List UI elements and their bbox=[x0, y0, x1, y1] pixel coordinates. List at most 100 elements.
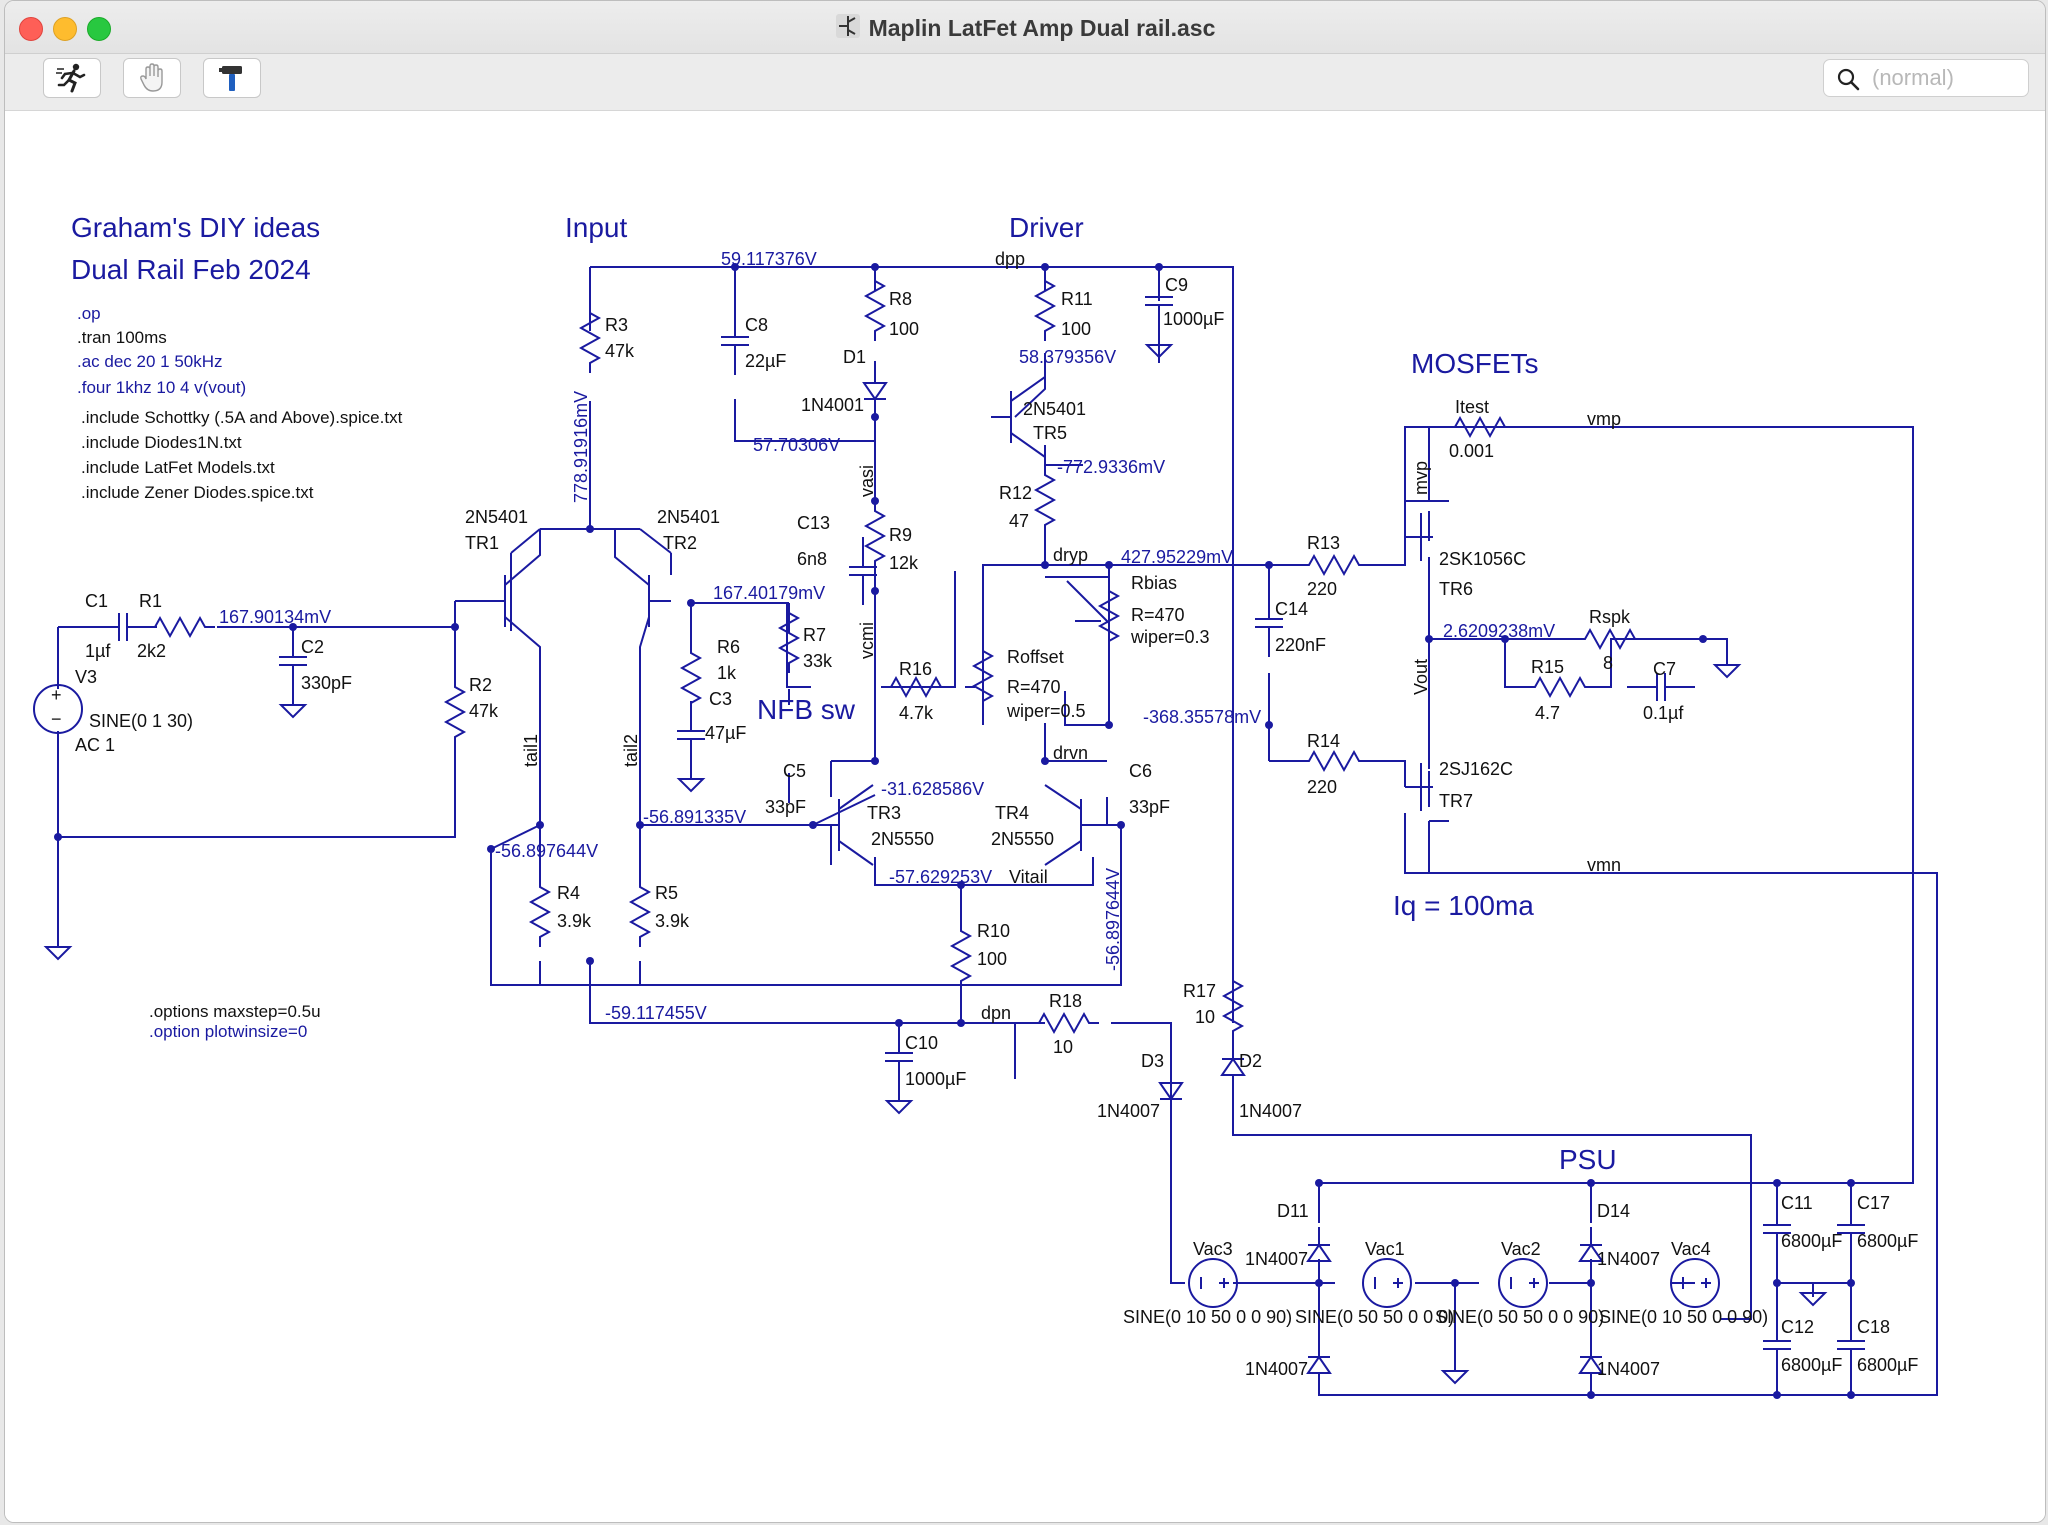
directive-options: .options maxstep=0.5u bbox=[149, 1002, 321, 1021]
hand-icon bbox=[140, 63, 163, 92]
label-r2v: 47k bbox=[469, 701, 499, 721]
label-c7: C7 bbox=[1653, 659, 1676, 679]
voltage-10: -368.35578mV bbox=[1143, 707, 1261, 727]
label-r6v: 1k bbox=[717, 663, 737, 683]
schematic-drawing[interactable]: Graham's DIY ideas Dual Rail Feb 2024 In… bbox=[5, 111, 2045, 1522]
label-c10v: 1000µF bbox=[905, 1069, 966, 1089]
voltage-14: -57.629253V bbox=[889, 867, 992, 887]
halt-button[interactable] bbox=[123, 58, 181, 98]
zoom-button[interactable] bbox=[87, 17, 111, 41]
label-d1: D1 bbox=[843, 347, 866, 367]
label-tr4t: 2N5550 bbox=[991, 829, 1054, 849]
label-r11v: 100 bbox=[1061, 319, 1091, 339]
label-c14: C14 bbox=[1275, 599, 1308, 619]
net-vcmi: vcmi bbox=[857, 622, 877, 659]
label-vac1: Vac1 bbox=[1365, 1239, 1405, 1259]
net-vout: Vout bbox=[1411, 659, 1431, 695]
label-d2: D2 bbox=[1239, 1051, 1262, 1071]
net-labels: dpp dpn vasi vcmi dryp drvn mvp vmp vmn … bbox=[521, 249, 1621, 1023]
label-vac2s: SINE(0 50 50 0 0 90) bbox=[1435, 1307, 1604, 1327]
label-r5v: 3.9k bbox=[655, 911, 690, 931]
label-c5v: 33pF bbox=[765, 797, 806, 817]
voltage-11: -31.628586V bbox=[881, 779, 984, 799]
label-rbiasw: wiper=0.3 bbox=[1130, 627, 1210, 647]
close-button[interactable] bbox=[19, 17, 43, 41]
search-input[interactable] bbox=[1870, 64, 2024, 92]
label-c5: C5 bbox=[783, 761, 806, 781]
label-c1v: 1µf bbox=[85, 641, 111, 661]
window-title-text: Maplin LatFet Amp Dual rail.asc bbox=[868, 15, 1216, 41]
label-tr2t: 2N5401 bbox=[657, 507, 720, 527]
label-r14v: 220 bbox=[1307, 777, 1337, 797]
heading-title1: Graham's DIY ideas bbox=[71, 212, 320, 243]
label-r17: R17 bbox=[1183, 981, 1216, 1001]
hammer-button[interactable] bbox=[203, 58, 261, 98]
label-r1v: 2k2 bbox=[137, 641, 166, 661]
label-r7v: 33k bbox=[803, 651, 833, 671]
voltage-4: 57.70306V bbox=[753, 435, 840, 455]
run-button[interactable] bbox=[43, 58, 101, 98]
voltage-12: -56.891335V bbox=[643, 807, 746, 827]
directive-tran: .tran 100ms bbox=[77, 328, 167, 347]
voltage-9: 2.6209238mV bbox=[1443, 621, 1555, 641]
label-c17: C17 bbox=[1857, 1193, 1890, 1213]
label-r10v: 100 bbox=[977, 949, 1007, 969]
label-vac3s: SINE(0 10 50 0 0 90) bbox=[1123, 1307, 1292, 1327]
schematic-window: Maplin LatFet Amp Dual rail.asc bbox=[4, 0, 2046, 1523]
voltage-1: 59.117376V bbox=[721, 249, 817, 269]
label-vac3: Vac3 bbox=[1193, 1239, 1233, 1259]
heading-input: Input bbox=[565, 212, 627, 243]
voltage-16: -59.117455V bbox=[605, 1003, 707, 1023]
label-c18v: 6800µF bbox=[1857, 1355, 1918, 1375]
label-tr5: TR5 bbox=[1033, 423, 1067, 443]
label-c12: C12 bbox=[1781, 1317, 1814, 1337]
label-r18: R18 bbox=[1049, 991, 1082, 1011]
heading-nfb: NFB sw bbox=[757, 694, 856, 725]
label-r4: R4 bbox=[557, 883, 580, 903]
label-roffw: wiper=0.5 bbox=[1006, 701, 1086, 721]
search-box[interactable] bbox=[1823, 59, 2029, 97]
net-vasi: vasi bbox=[857, 465, 877, 497]
voltage-15: -56.897644V bbox=[1103, 868, 1123, 971]
label-rbiasv: R=470 bbox=[1131, 605, 1185, 625]
label-c11v: 6800µF bbox=[1781, 1231, 1842, 1251]
label-d1v: 1N4001 bbox=[801, 395, 864, 415]
voltage-13: -56.897644V bbox=[495, 841, 598, 861]
label-rspk: Rspk bbox=[1589, 607, 1631, 627]
label-r3v: 47k bbox=[605, 341, 635, 361]
label-c8: C8 bbox=[745, 315, 768, 335]
label-d12v: 1N4007 bbox=[1245, 1359, 1308, 1379]
label-c2: C2 bbox=[301, 637, 324, 657]
directive-ac: .ac dec 20 1 50kHz bbox=[77, 352, 223, 371]
label-tr7: TR7 bbox=[1439, 791, 1473, 811]
schematic-doc-icon bbox=[835, 13, 861, 45]
label-rspkv: 8 bbox=[1603, 653, 1613, 673]
minimize-button[interactable] bbox=[53, 17, 77, 41]
voltage-labels: 59.117376V 58.379356V 778.91916mV 57.703… bbox=[219, 249, 1555, 1023]
label-r3: R3 bbox=[605, 315, 628, 335]
voltage-3: 778.91916mV bbox=[571, 391, 591, 503]
label-c8v: 22µF bbox=[745, 351, 786, 371]
net-dpp: dpp bbox=[995, 249, 1025, 269]
label-v3s: SINE(0 1 30) bbox=[89, 711, 193, 731]
label-tr1t: 2N5401 bbox=[465, 507, 528, 527]
label-tr3: TR3 bbox=[867, 803, 901, 823]
label-r16: R16 bbox=[899, 659, 932, 679]
window-title: Maplin LatFet Amp Dual rail.asc bbox=[5, 13, 2045, 45]
label-r14: R14 bbox=[1307, 731, 1340, 751]
label-vac1s: SINE(0 50 50 0 0 0) bbox=[1295, 1307, 1454, 1327]
search-icon bbox=[1837, 68, 1860, 91]
label-c9: C9 bbox=[1165, 275, 1188, 295]
schematic-canvas[interactable]: Graham's DIY ideas Dual Rail Feb 2024 In… bbox=[5, 111, 2045, 1522]
label-c17v: 6800µF bbox=[1857, 1231, 1918, 1251]
label-r1: R1 bbox=[139, 591, 162, 611]
label-roffset: Roffset bbox=[1007, 647, 1064, 667]
label-itest: Itest bbox=[1455, 397, 1489, 417]
label-c13v: 6n8 bbox=[797, 549, 827, 569]
directive-op: .op bbox=[77, 304, 101, 323]
label-tr6t: 2SK1056C bbox=[1439, 549, 1526, 569]
directive-four: .four 1khz 10 4 v(vout) bbox=[77, 378, 246, 397]
voltage-2: 58.379356V bbox=[1019, 347, 1116, 367]
net-vmn: vmn bbox=[1587, 855, 1621, 875]
label-tr4: TR4 bbox=[995, 803, 1029, 823]
